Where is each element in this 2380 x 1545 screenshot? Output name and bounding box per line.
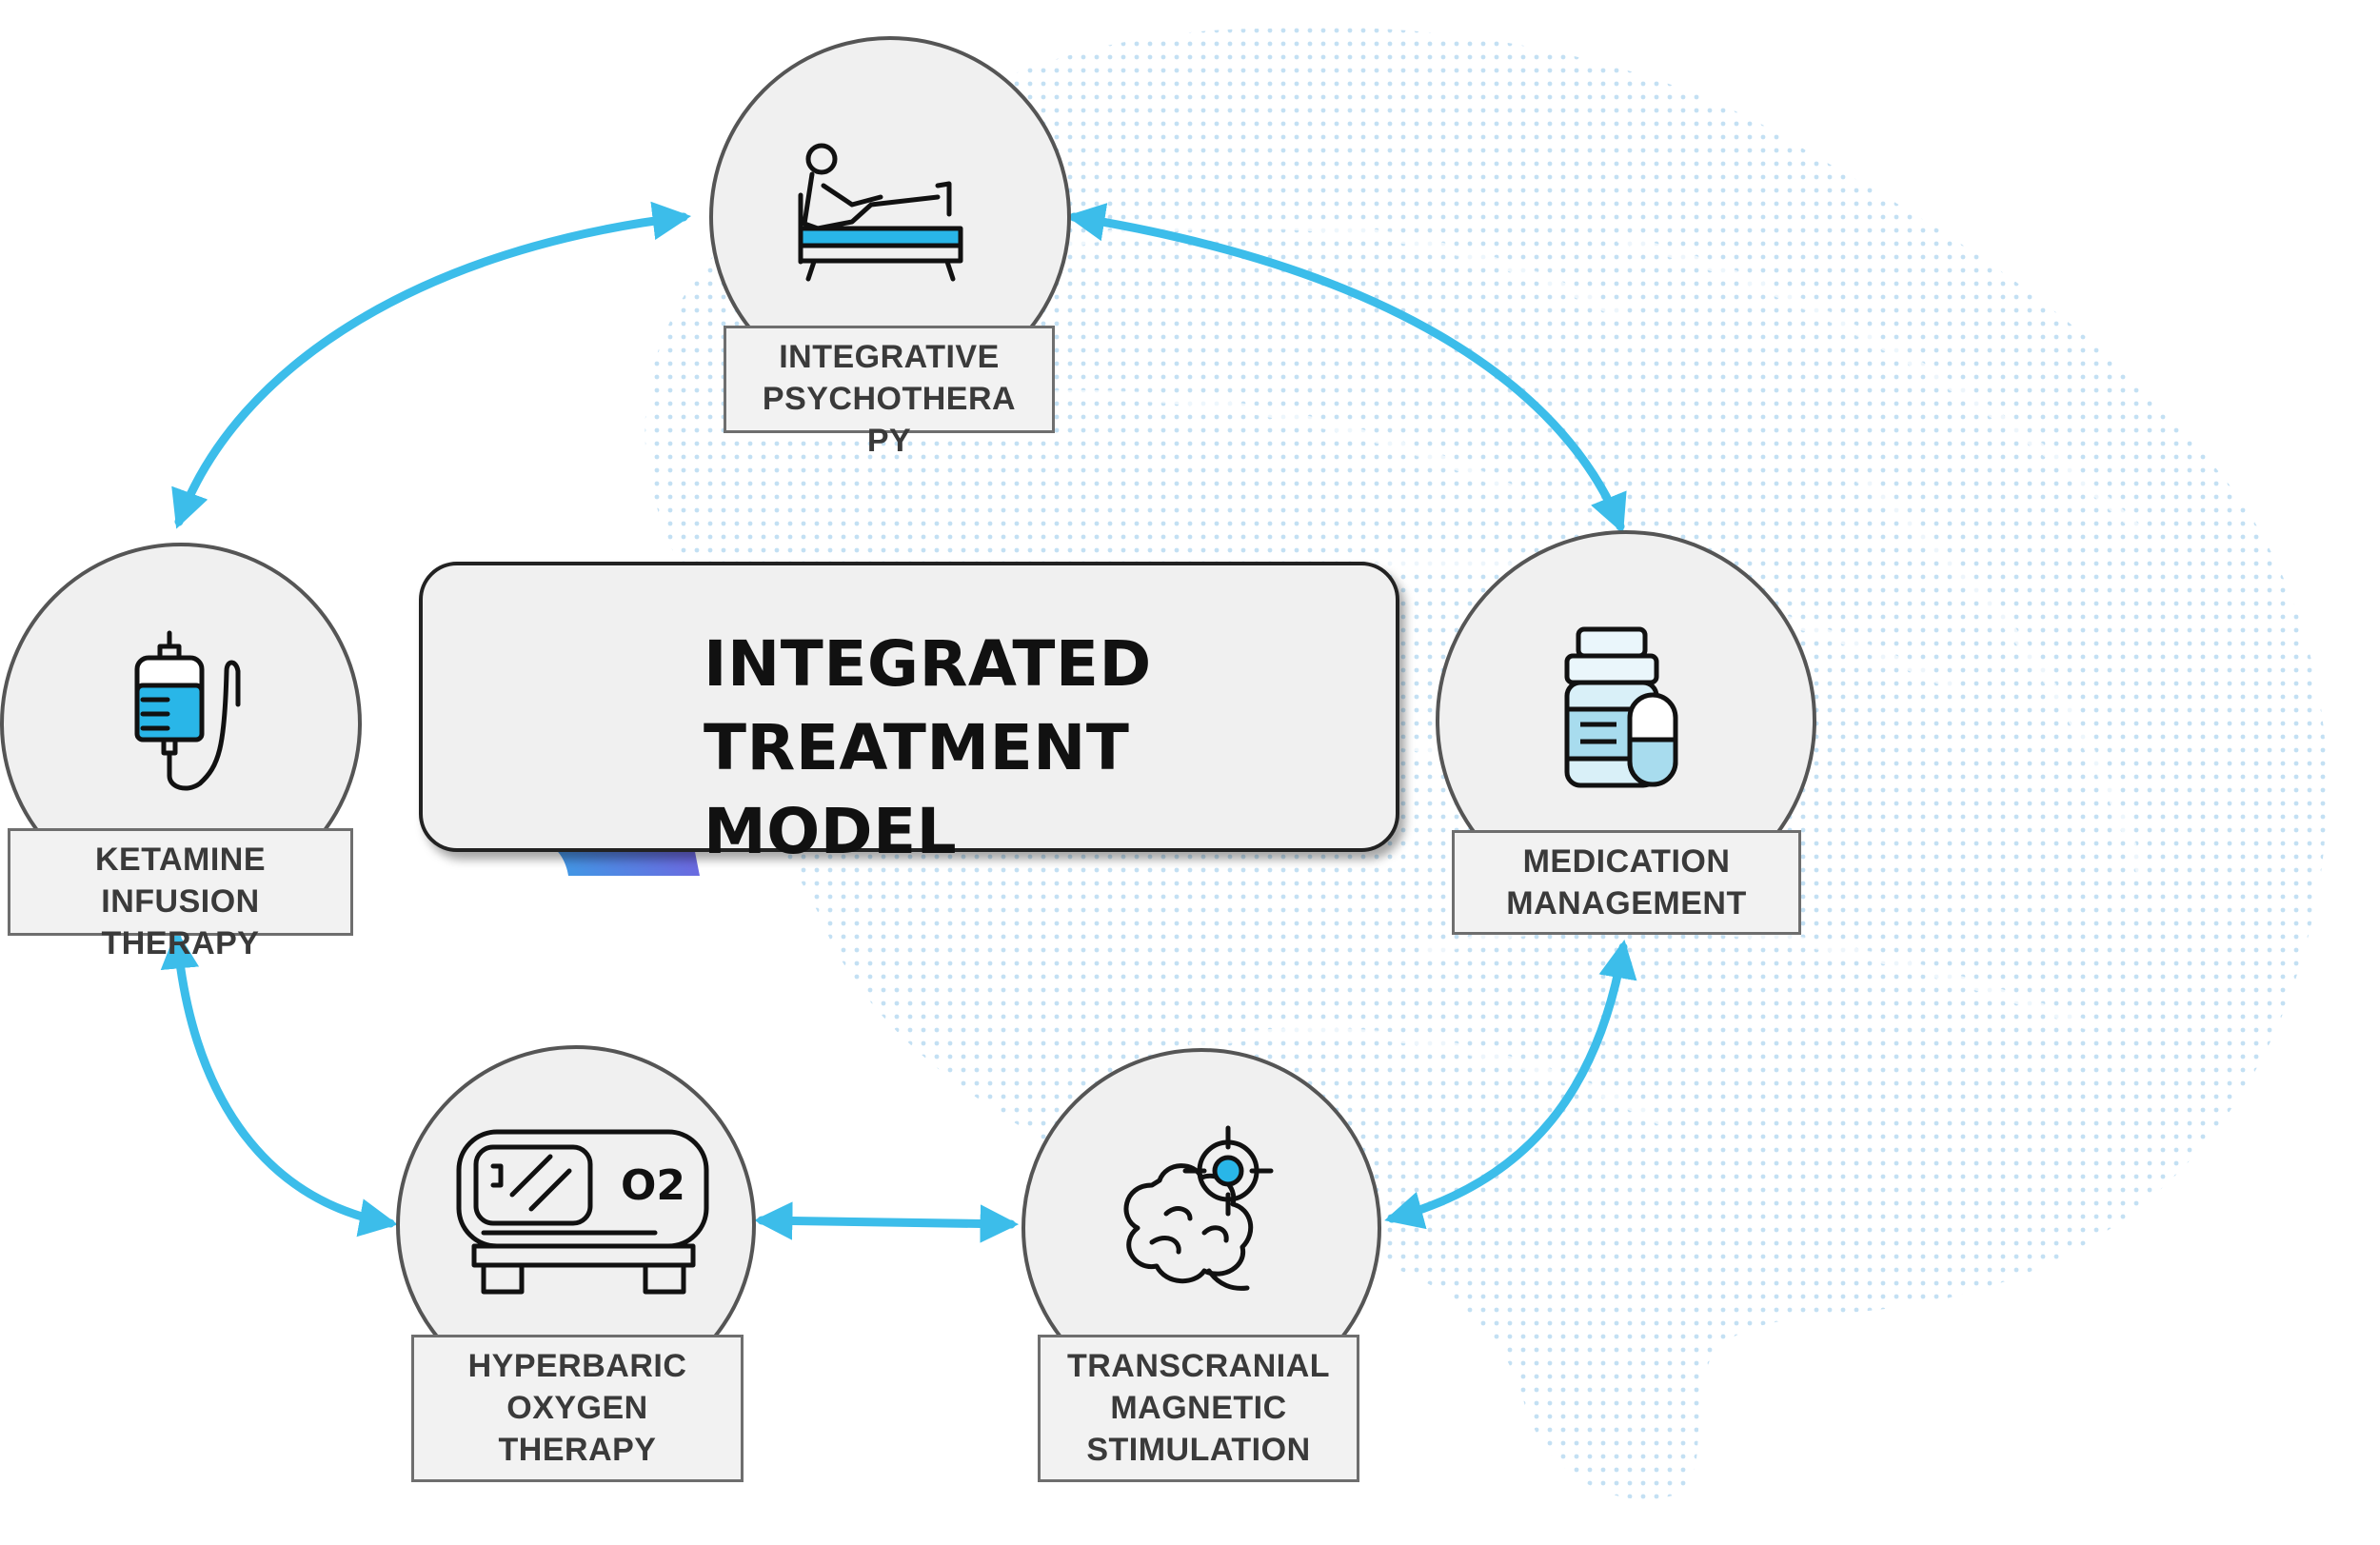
label-medication: MEDICATION MANAGEMENT [1452,830,1801,935]
patient-couch-icon [798,143,963,282]
chamber-o2-text: O2 [621,1161,686,1210]
arrow-tms-hyperbaric [753,1201,1020,1243]
iv-bag-icon [134,630,241,791]
label-psychotherapy-line-3: PY [866,423,912,459]
label-hyperbaric-line-1: HYPERBARIC [467,1348,687,1384]
label-tms-line-1: TRANSCRANIAL [1066,1348,1331,1384]
title-box: INTEGRATED TREATMENT MODEL [419,562,1399,868]
label-tms: TRANSCRANIAL MAGNETIC STIMULATION [1038,1335,1359,1482]
medicine-bottle-icon [1564,626,1678,788]
arrow-hyperbaric-ketamine [160,929,398,1238]
label-ketamine-line-3: THERAPY [101,925,260,961]
label-psychotherapy-line-2: PSYCHOTHERA [762,381,1017,417]
label-ketamine: KETAMINE INFUSION THERAPY [8,828,353,961]
arrow-medication-tms [1384,940,1637,1230]
label-hyperbaric-line-2: OXYGEN [506,1390,648,1426]
label-ketamine-line-1: KETAMINE [94,842,267,878]
label-hyperbaric: HYPERBARIC OXYGEN THERAPY [411,1335,744,1482]
title-line-2: TREATMENT MODEL [704,711,1130,868]
hyperbaric-chamber-icon [456,1129,709,1295]
label-hyperbaric-line-3: THERAPY [498,1432,657,1468]
arrow-psychotherapy-medication [1066,203,1627,534]
label-medication-line-1: MEDICATION [1522,843,1731,880]
title-line-1: INTEGRATED [704,627,1152,701]
label-psychotherapy: INTEGRATIVE PSYCHOTHERA PY [724,326,1055,459]
flow-arrows [160,201,1637,1243]
label-medication-line-2: MANAGEMENT [1506,885,1747,921]
label-psychotherapy-line-1: INTEGRATIVE [779,339,1000,375]
label-tms-line-3: STIMULATION [1086,1432,1311,1468]
brain-target-icon [1123,1125,1274,1291]
label-ketamine-line-2: INFUSION [101,883,260,920]
arrow-psychotherapy-ketamine [171,201,692,529]
label-tms-line-2: MAGNETIC [1110,1390,1287,1426]
diagram-title: INTEGRATED TREATMENT MODEL [704,623,1389,874]
node-circles [0,36,1816,1408]
